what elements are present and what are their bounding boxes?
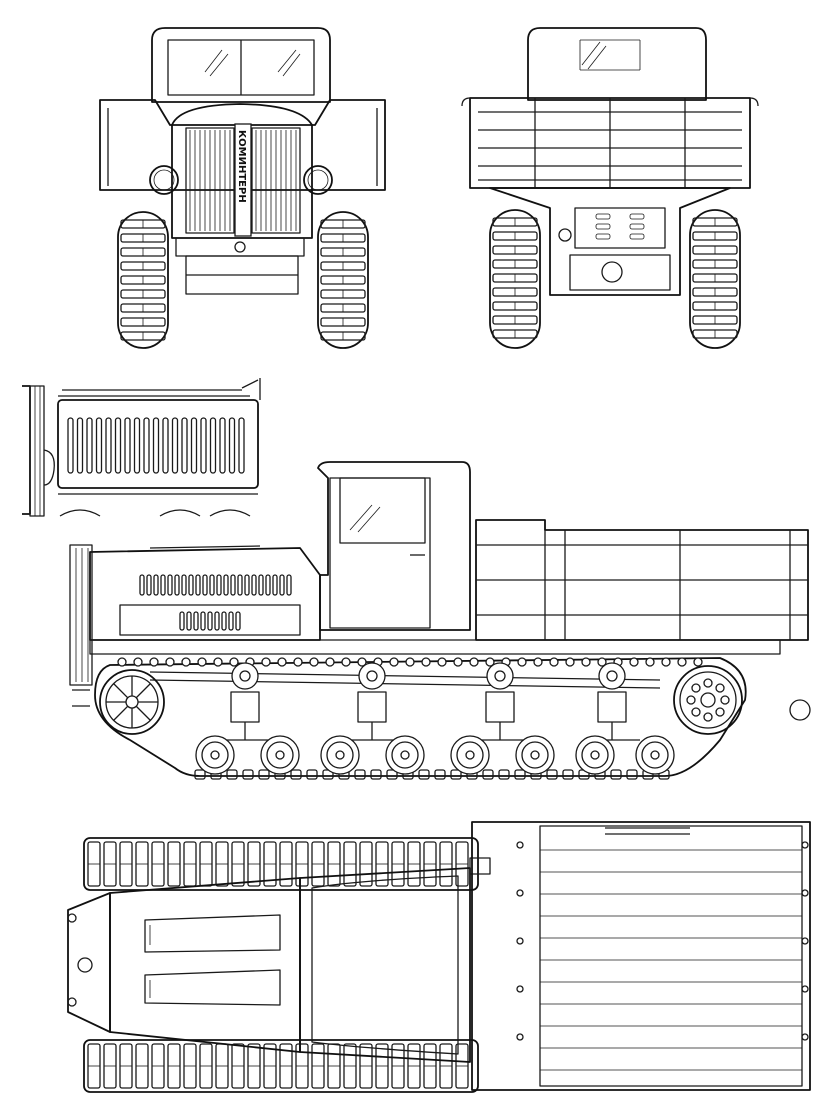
front-right-track (317, 211, 369, 349)
front-view: КОМИНТЕРН (99, 27, 386, 349)
suspension-bogies (217, 691, 640, 741)
rear-right-track (689, 209, 741, 349)
engine-side-detail-view (22, 378, 261, 517)
top-view (67, 821, 811, 1093)
radiator-badge: КОМИНТЕРН (236, 130, 247, 203)
return-rollers (231, 662, 626, 690)
top-upper-track (83, 837, 479, 891)
road-wheels (195, 735, 675, 775)
front-left-track (117, 211, 169, 349)
rear-view (461, 27, 759, 349)
side-view (69, 461, 811, 780)
rear-left-track (489, 209, 541, 349)
top-lower-track (83, 1039, 479, 1093)
